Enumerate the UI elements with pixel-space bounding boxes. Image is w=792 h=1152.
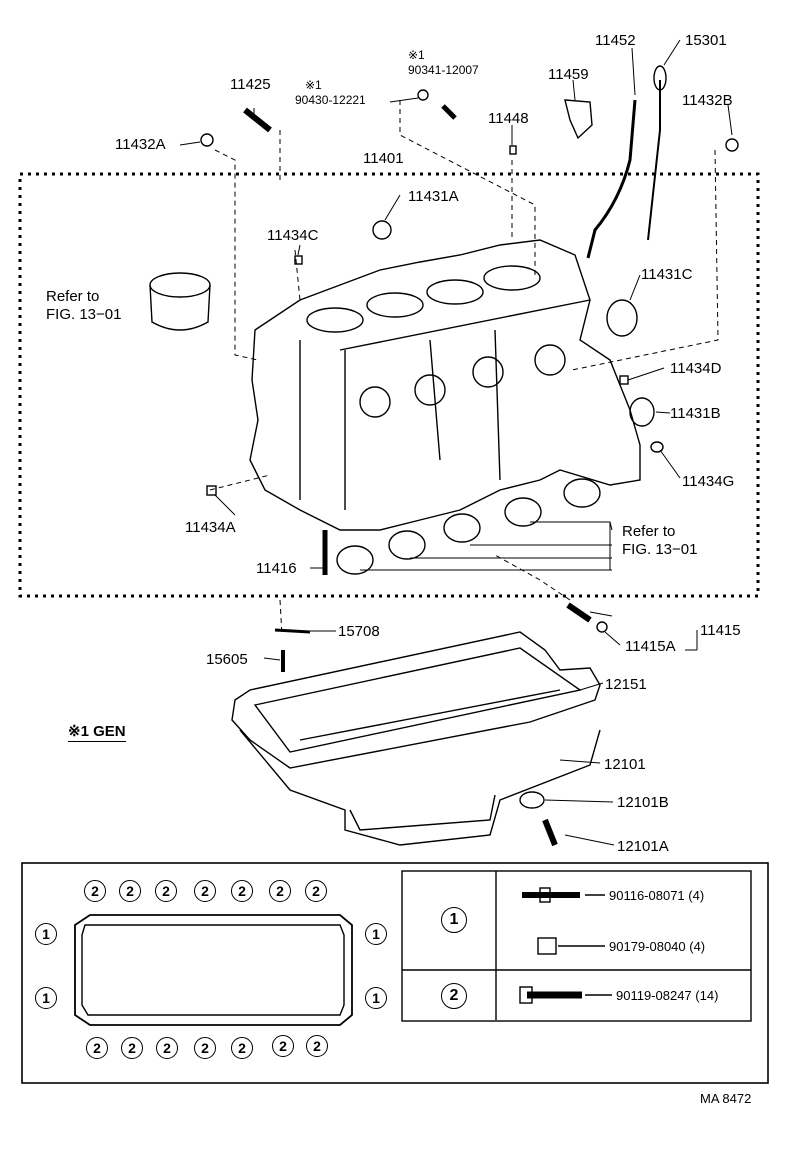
mark-2: 2 — [121, 1037, 143, 1059]
pin-11434c-icon — [294, 255, 303, 265]
label-11448[interactable]: 11448 — [488, 110, 529, 127]
label-12151[interactable]: 12151 — [605, 676, 647, 693]
bolt-table-frame — [401, 870, 752, 1022]
mark-1: 1 — [365, 987, 387, 1009]
label-11434c[interactable]: 11434C — [267, 227, 319, 244]
label-11431c[interactable]: 11431C — [641, 266, 693, 283]
mark-2: 2 — [194, 880, 216, 902]
legend-gen: ※1 GEN — [68, 723, 126, 742]
pin-11448-icon — [509, 145, 517, 155]
gasket-12101b-icon — [519, 791, 545, 809]
mark-1: 1 — [35, 987, 57, 1009]
valve-11415-icon — [566, 602, 592, 623]
oil-dipstick-icon — [647, 80, 661, 241]
plug-11432b-icon — [725, 138, 739, 152]
label-11425[interactable]: 11425 — [230, 76, 271, 93]
mark-1: 1 — [35, 923, 57, 945]
bolt-table-icons — [519, 887, 612, 1004]
label-11415[interactable]: 11415 — [700, 622, 741, 639]
block-group-boundary — [18, 172, 760, 598]
drain-plug-12101a-icon — [542, 818, 558, 847]
part-90119-08247[interactable]: 90119-08247 (14) — [616, 988, 719, 1003]
mark-2: 2 — [305, 880, 327, 902]
label-11434g[interactable]: 11434G — [682, 473, 735, 490]
pin-11434g-icon — [650, 441, 664, 453]
dipstick-guide-icon — [586, 99, 637, 259]
figure-code: MA 8472 — [700, 1091, 752, 1106]
bracket-15708-icon — [274, 628, 311, 634]
bearing-ref-line1: Refer to — [622, 523, 676, 540]
part-90116-08071[interactable]: 90116-08071 (4) — [609, 888, 705, 903]
label-11432b[interactable]: 11432B — [682, 92, 733, 109]
part-90179-08040[interactable]: 90179-08040 (4) — [609, 939, 706, 954]
label-11452[interactable]: 11452 — [595, 32, 636, 49]
label-11431b[interactable]: 11431B — [670, 405, 721, 422]
piston-ref-line1: Refer to — [46, 288, 100, 305]
label-11432a[interactable]: 11432A — [115, 136, 166, 153]
mark-2: 2 — [272, 1035, 294, 1057]
label-12101[interactable]: 12101 — [604, 756, 646, 773]
asterisk-mark-90430: ※1 — [305, 78, 322, 92]
bearing-icon — [336, 478, 601, 575]
label-11415a[interactable]: 11415A — [625, 638, 676, 655]
label-11431a[interactable]: 11431A — [408, 188, 459, 205]
piston-ref-line2[interactable]: FIG. 13−01 — [46, 306, 122, 323]
plug-11431a-icon — [372, 220, 392, 240]
mark-2: 2 — [306, 1035, 328, 1057]
mark-2: 2 — [119, 880, 141, 902]
label-15708[interactable]: 15708 — [338, 623, 380, 640]
label-12101b[interactable]: 12101B — [617, 794, 669, 811]
label-11401[interactable]: 11401 — [363, 150, 404, 167]
piston-icon — [149, 272, 211, 331]
mark-2: 2 — [231, 880, 253, 902]
label-11434d[interactable]: 11434D — [670, 360, 722, 377]
oil-pan-gasket-icon — [231, 631, 601, 769]
table-mark-2: 2 — [441, 983, 467, 1009]
bracket-11459-icon — [564, 99, 593, 140]
label-11416[interactable]: 11416 — [256, 560, 297, 577]
bearing-ref-line2[interactable]: FIG. 13−01 — [622, 541, 698, 558]
pin-11434d-icon — [619, 375, 629, 385]
cylinder-block-icon — [249, 239, 641, 531]
plug-11431b-icon — [629, 397, 655, 427]
gasket-detail-frame — [21, 862, 769, 1084]
label-90341-12007[interactable]: 90341-12007 — [408, 63, 479, 77]
plug-11432a-icon — [200, 133, 214, 147]
pin-11434a-icon — [206, 485, 217, 496]
mark-2: 2 — [269, 880, 291, 902]
label-15605[interactable]: 15605 — [206, 651, 248, 668]
label-11459[interactable]: 11459 — [548, 66, 589, 83]
mark-2: 2 — [84, 880, 106, 902]
mark-2: 2 — [231, 1037, 253, 1059]
mark-2: 2 — [155, 880, 177, 902]
label-11434a[interactable]: 11434A — [185, 519, 236, 536]
mark-2: 2 — [194, 1037, 216, 1059]
plug-11431c-icon — [606, 299, 638, 337]
label-90430-12221[interactable]: 90430-12221 — [295, 93, 366, 107]
mark-1: 1 — [365, 923, 387, 945]
label-12101a[interactable]: 12101A — [617, 838, 669, 855]
table-mark-1: 1 — [441, 907, 467, 933]
asterisk-mark-90341: ※1 — [408, 48, 425, 62]
label-15301[interactable]: 15301 — [685, 32, 727, 49]
washer-icon — [417, 89, 429, 101]
gasket-outline-icon — [74, 914, 353, 1026]
mark-2: 2 — [156, 1037, 178, 1059]
mark-2: 2 — [86, 1037, 108, 1059]
stud-bolt-icon — [243, 107, 272, 133]
oil-pan-icon — [239, 689, 601, 846]
bolt-90341-icon — [441, 104, 457, 120]
